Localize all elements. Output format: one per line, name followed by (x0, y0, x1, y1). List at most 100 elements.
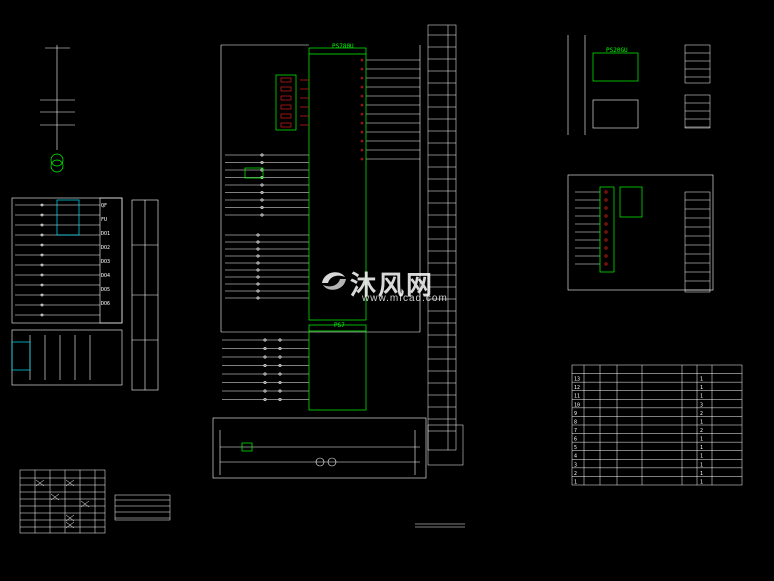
rm-table (684, 191, 711, 293)
device-outlines (50, 47, 643, 452)
left-panel-label: DO6 (101, 301, 110, 307)
terminal (280, 77, 292, 83)
contact (256, 233, 260, 237)
parts-row-qty: 1 (700, 437, 703, 443)
contact (278, 389, 282, 393)
red-dot (604, 246, 608, 250)
parts-row-qty: 1 (700, 454, 703, 460)
contact (260, 183, 264, 187)
tr-table (684, 44, 711, 84)
contact (263, 346, 267, 350)
small-table (114, 494, 171, 521)
contact (263, 355, 267, 359)
parts-row-qty: 2 (700, 411, 703, 417)
contact (40, 273, 44, 277)
left-panel-label: DO4 (101, 273, 110, 279)
parts-row-number: 8 (574, 419, 577, 425)
x-mark (65, 521, 75, 529)
schematic-wiring (11, 35, 714, 479)
relay-green (619, 186, 643, 218)
ct-circle (50, 153, 64, 167)
main-controller-label: PS780U (332, 43, 354, 50)
contact (260, 191, 264, 195)
red-dot (360, 139, 364, 143)
contact (40, 223, 44, 227)
right-middle-frame (567, 174, 714, 291)
parts-row-qty: 1 (700, 394, 703, 400)
contact (260, 198, 264, 202)
contact (263, 338, 267, 342)
contact (278, 397, 282, 401)
contact (256, 247, 260, 251)
terminal (280, 122, 292, 128)
cyan-relay (56, 199, 80, 236)
parts-row-number: 7 (574, 428, 577, 434)
x-mark (50, 493, 60, 501)
lamp (327, 457, 337, 467)
left-panel-label: QF (101, 203, 107, 209)
parts-row-number: 4 (574, 454, 577, 460)
red-dot (360, 67, 364, 71)
contact (260, 206, 264, 210)
red-dot (604, 214, 608, 218)
contact (256, 282, 260, 286)
parts-row-qty: 1 (700, 377, 703, 383)
red-dot (604, 190, 608, 194)
contact (40, 233, 44, 237)
switch-table (19, 469, 106, 534)
red-dot (360, 112, 364, 116)
red-dot (360, 85, 364, 89)
contact (256, 254, 260, 258)
contact (260, 161, 264, 165)
contact (278, 346, 282, 350)
red-dot (360, 121, 364, 125)
terminal (280, 95, 292, 101)
contact (256, 240, 260, 244)
parts-row-number: 5 (574, 445, 577, 451)
coil (241, 442, 253, 452)
x-mark (80, 500, 90, 508)
watermark-url: www.mfcad.com (362, 293, 448, 304)
contact (278, 338, 282, 342)
contact (40, 253, 44, 257)
contact (260, 153, 264, 157)
contact (260, 213, 264, 217)
parts-row-number: 9 (574, 411, 577, 417)
parts-tables (19, 24, 743, 534)
contact (40, 243, 44, 247)
ps20gu-module (592, 52, 639, 82)
parts-row-number: 3 (574, 462, 577, 468)
watermark-brand: 沐风网 (350, 270, 435, 300)
parts-row-qty: 1 (700, 479, 703, 485)
top-right-module-label: PS20GU (606, 47, 628, 54)
terminal (280, 104, 292, 110)
red-dot (604, 254, 608, 258)
contact (256, 296, 260, 300)
parts-row-number: 13 (574, 377, 580, 383)
cyan-block (11, 341, 31, 371)
red-dot (604, 238, 608, 242)
parts-row-qty: 1 (700, 385, 703, 391)
left-panel-label: DO5 (101, 287, 110, 293)
io-strip (599, 186, 615, 273)
parts-row-qty: 1 (700, 462, 703, 468)
terminal-marks (280, 58, 608, 266)
contact (278, 355, 282, 359)
contact (256, 289, 260, 293)
red-dot (604, 262, 608, 266)
red-dot (360, 103, 364, 107)
control-circuit-frame (212, 417, 427, 479)
wind-swirl-icon (322, 272, 346, 290)
red-dot (360, 58, 364, 62)
contact (40, 303, 44, 307)
parts-row-number: 11 (574, 394, 580, 400)
relay-box (244, 167, 264, 179)
parts-row-qty: 1 (700, 445, 703, 451)
terminal (280, 113, 292, 119)
lamp (315, 457, 325, 467)
red-dot (604, 230, 608, 234)
parts-row-number: 6 (574, 437, 577, 443)
contact (263, 372, 267, 376)
x-mark (65, 514, 75, 522)
